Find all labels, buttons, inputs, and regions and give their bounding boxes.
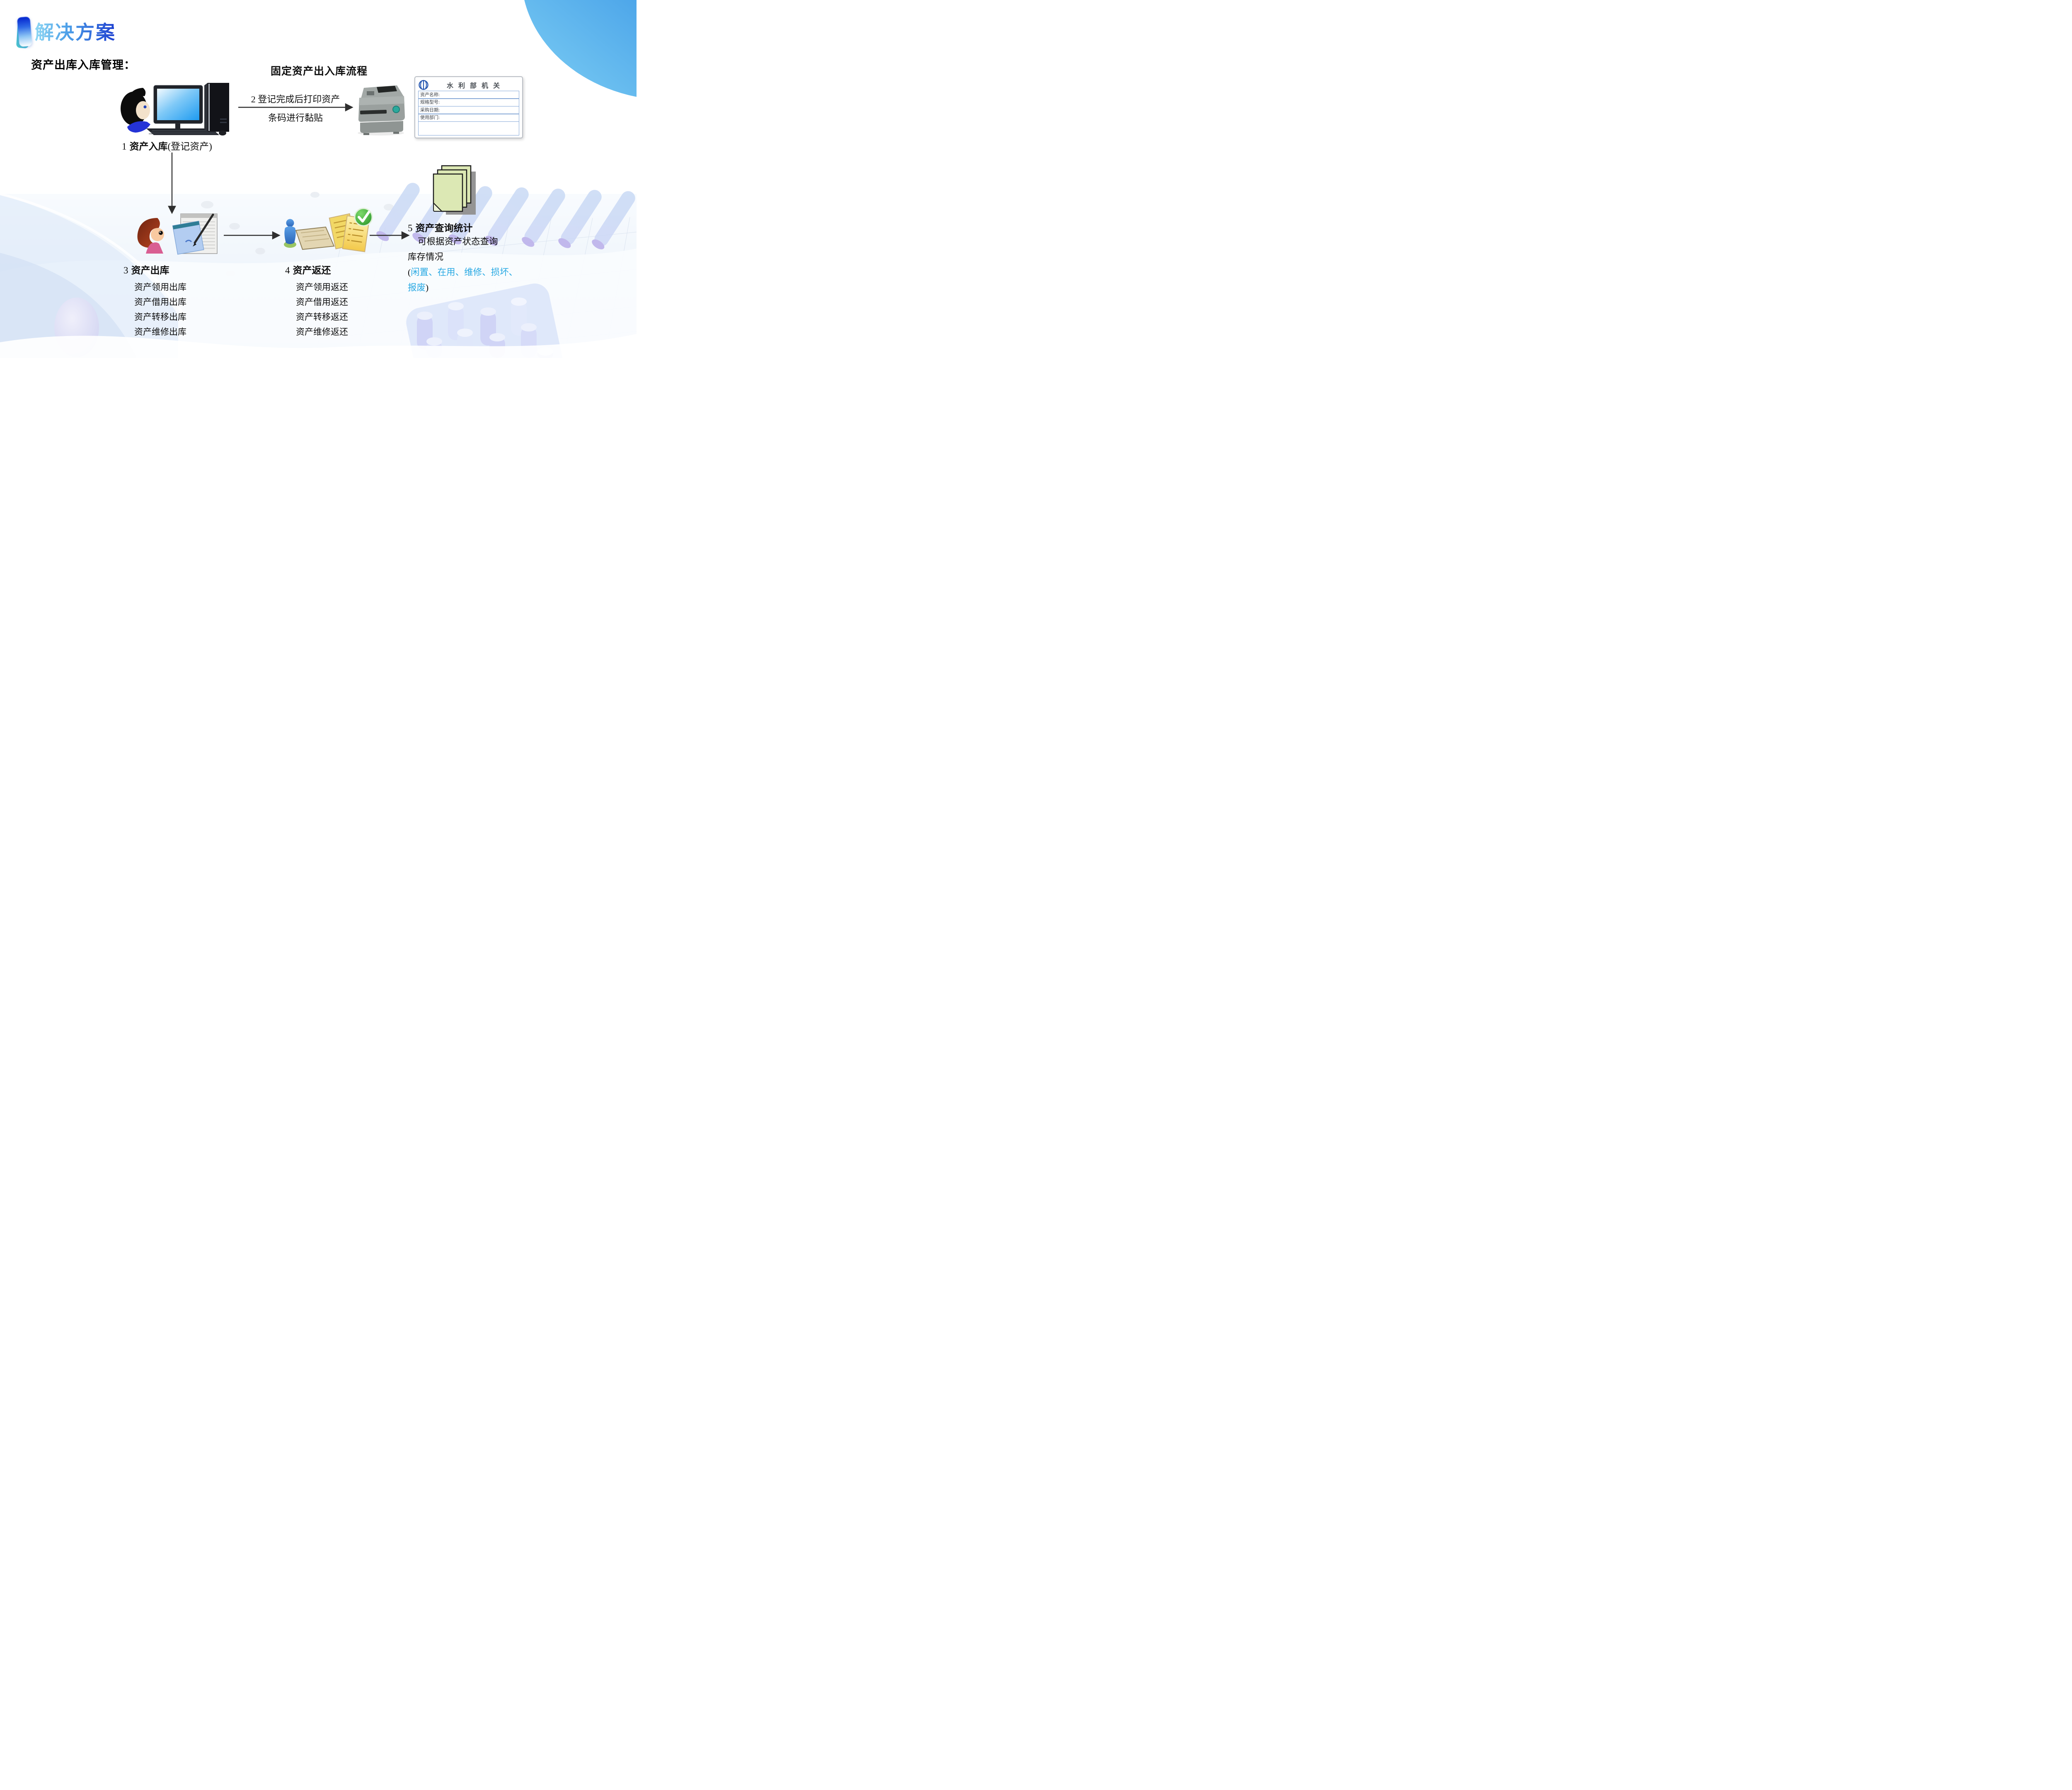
step3-title: 资产出库 [131, 265, 169, 276]
step1-number: 1 [122, 141, 127, 152]
step5-desc-line2: 库存情况 [408, 252, 444, 262]
step4-item-list: 资产领用返还 资产借用返还 资产转移返还 资产维修返还 [296, 280, 348, 339]
status-list-part2: 报废 [408, 283, 426, 293]
step2-line2: 条码进行黏贴 [268, 113, 323, 123]
list-item: 资产转移返还 [296, 312, 348, 322]
bg-pin-platform [406, 283, 564, 358]
asset-label-card: 水 利 部 机 关 资产名称: 规格型号: 采购日期: 使用部门: [414, 76, 523, 138]
step3-item-list: 资产领用出库 资产借用出库 资产转移出库 资产维修出库 [134, 280, 186, 339]
label-field-department: 使用部门: [418, 114, 519, 122]
asset-query-image [433, 165, 476, 215]
printer-image [358, 85, 405, 135]
paren-open: ( [408, 267, 411, 277]
list-item: 资产领用返还 [296, 282, 348, 292]
list-item: 资产转移出库 [134, 312, 186, 322]
step3-number: 3 [123, 265, 128, 276]
step5-desc-line1: 可根据资产状态查询 [418, 237, 498, 247]
bg-corner-circle [524, 0, 637, 97]
step2-print-barcode: 2 登记完成后打印资产 条码进行黏贴 [240, 92, 351, 124]
org-name: 水 利 部 机 关 [446, 82, 501, 90]
step5-status-line1: (闲置、在用、维修、损坏、 [408, 265, 532, 280]
list-item: 资产借用出库 [134, 297, 186, 307]
slide-root: 解决方案 资产出库入库管理： 固定资产出入库流程 [0, 0, 637, 358]
title-bar-icon-front [17, 16, 33, 47]
step5-number: 5 [408, 223, 413, 233]
step1-title: 资产入库 [129, 141, 168, 152]
section-label: 资产出库入库管理： [31, 59, 136, 71]
paren-close: ) [426, 283, 429, 293]
bg-bottom-wave [0, 334, 637, 358]
page-title: 解决方案 [35, 17, 116, 45]
step1-suffix: (登记资产) [167, 141, 212, 152]
list-item: 资产借用返还 [296, 297, 348, 307]
step5-title: 资产查询统计 [415, 223, 473, 233]
list-item: 资产维修返还 [296, 327, 348, 337]
status-list-part1: 闲置、在用、维修、损坏、 [411, 267, 518, 277]
label-field-purchase-date: 采购日期: [418, 106, 519, 114]
computer-user-image [121, 83, 229, 135]
asset-label-header: 水 利 部 机 关 [418, 79, 519, 91]
label-field-model: 规格型号: [418, 98, 519, 106]
list-item: 资产维修出库 [134, 327, 186, 337]
asset-return-image [284, 208, 373, 252]
step4-number: 4 [285, 265, 290, 276]
background-decoration [0, 0, 637, 358]
diagram-title: 固定资产出入库流程 [270, 66, 368, 77]
list-item: 资产领用出库 [134, 282, 186, 292]
step4-title: 资产返还 [293, 265, 331, 276]
org-logo-icon [419, 80, 428, 90]
step5-status-line2: 报废) [408, 280, 532, 295]
step2-line1: 2 登记完成后打印资产 [251, 94, 340, 104]
asset-outbound-image [137, 213, 218, 255]
label-barcode-area [418, 121, 519, 135]
label-field-asset-name: 资产名称: [418, 90, 519, 99]
